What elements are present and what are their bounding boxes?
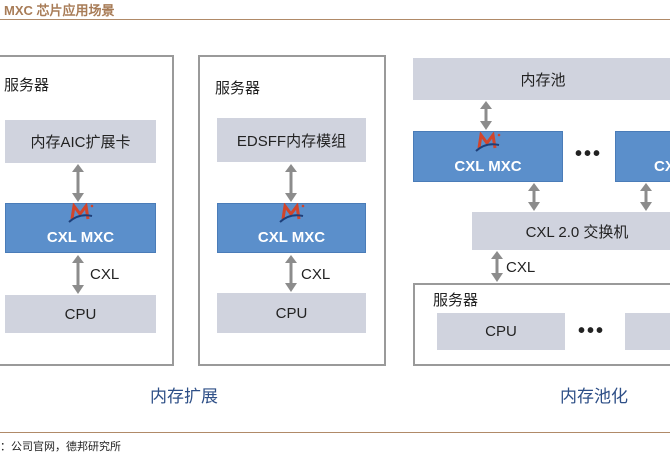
mxc-box: CXL MXC <box>5 202 156 253</box>
mxc-label: CX <box>654 158 670 175</box>
mxc-logo-icon <box>474 131 502 158</box>
double-arrow-icon <box>528 183 540 211</box>
mxc-box: CXL MXC <box>217 202 366 253</box>
edsff-module-box: EDSFF内存模组 <box>217 118 366 162</box>
source-note: ：公司官网，德邦研究所 <box>0 441 121 453</box>
double-arrow-icon <box>480 101 492 130</box>
server-label: 服务器 <box>4 77 50 94</box>
memory-pool-box: 内存池 <box>413 58 670 100</box>
aic-card-box: 内存AIC扩展卡 <box>5 120 156 163</box>
caption-memory-pooling: 内存池化 <box>560 387 628 406</box>
caption-memory-expansion: 内存扩展 <box>150 387 218 406</box>
mxc-label: CXL MXC <box>454 158 522 175</box>
double-arrow-icon <box>285 255 297 292</box>
double-arrow-icon <box>640 183 652 211</box>
cxl-link-label: CXL <box>506 259 536 276</box>
cpu-box-2 <box>625 313 670 350</box>
server-label: 服务器 <box>433 292 479 309</box>
footer-divider <box>0 432 670 433</box>
mxc-logo-icon <box>278 202 306 229</box>
double-arrow-icon <box>72 255 84 294</box>
double-arrow-icon <box>491 251 503 282</box>
cxl-switch-box: CXL 2.0 交换机 <box>472 212 670 250</box>
page-title: MXC 芯片应用场景 <box>4 3 115 18</box>
cxl-link-label: CXL <box>301 266 331 283</box>
cpu-box: CPU <box>5 295 156 333</box>
cpu-box: CPU <box>217 293 366 333</box>
mxc-label: CXL MXC <box>46 229 115 246</box>
mxc-box: CXL MXC <box>413 131 563 182</box>
ellipsis: ••• <box>575 143 603 165</box>
ellipsis: ••• <box>578 320 606 342</box>
mxc-logo-icon <box>67 202 95 229</box>
cxl-link-label: CXL <box>90 266 120 283</box>
cpu-box: CPU <box>437 313 565 350</box>
mxc-label: CXL MXC <box>257 229 326 246</box>
server-label: 服务器 <box>215 80 261 97</box>
double-arrow-icon <box>285 164 297 202</box>
mxc-box-2: CX <box>615 131 670 182</box>
double-arrow-icon <box>72 164 84 202</box>
header-divider <box>0 19 670 20</box>
